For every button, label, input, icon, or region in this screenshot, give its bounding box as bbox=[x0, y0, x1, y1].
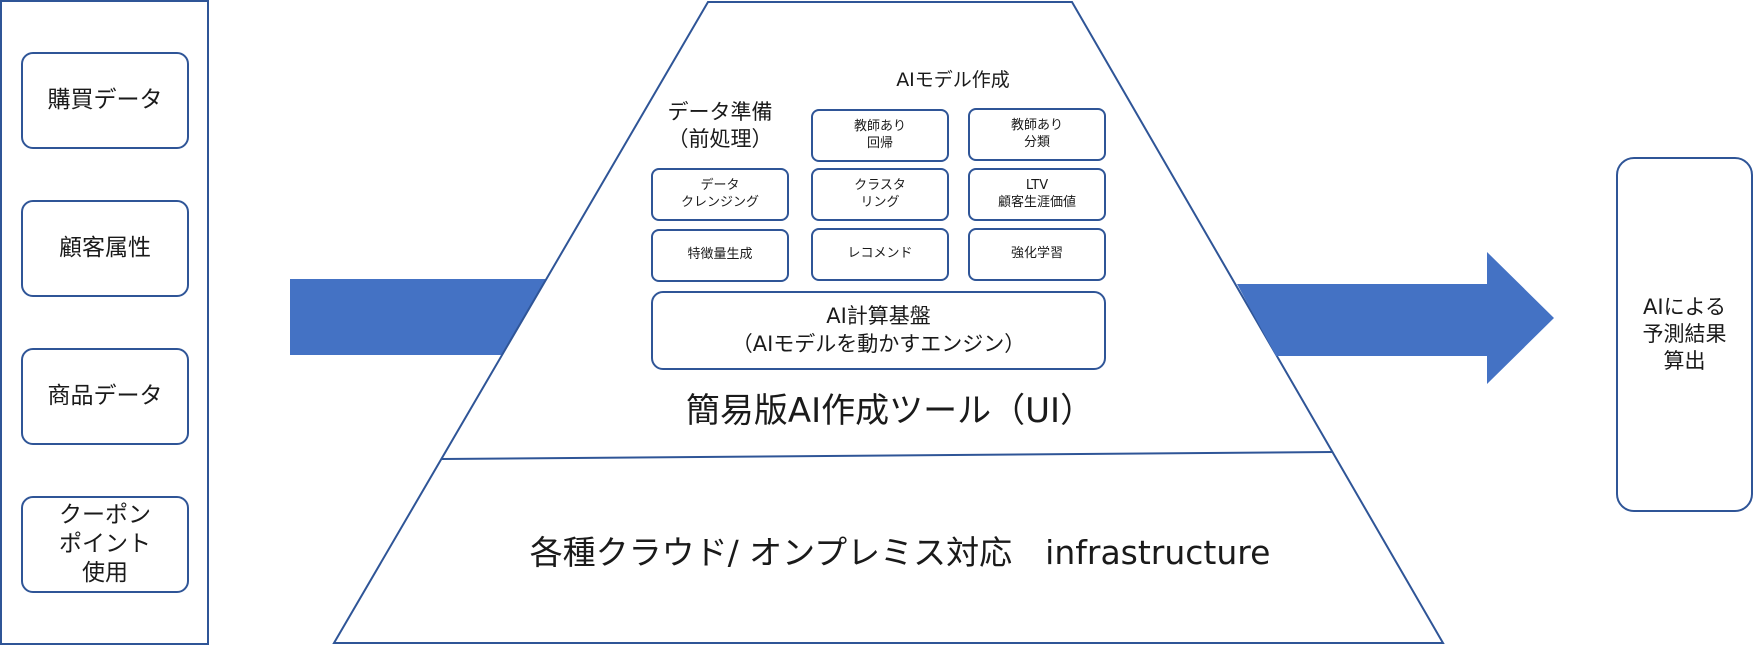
ai-compute-base: AI計算基盤 （AIモデルを動かすエンジン） bbox=[651, 291, 1106, 370]
infrastructure-label: 各種クラウド/ オンプレミス対応 infrastructure bbox=[529, 533, 1271, 572]
left-arrow bbox=[290, 279, 546, 355]
cell-clustering: クラスタ リング bbox=[811, 168, 949, 221]
cell-data-cleansing: データ クレンジング bbox=[651, 168, 789, 221]
cell-reinforcement-learning: 強化学習 bbox=[968, 228, 1106, 281]
cell-supervised-classification: 教師あり 分類 bbox=[968, 108, 1106, 161]
cell-recommend: レコメンド bbox=[811, 228, 949, 281]
right-arrow bbox=[1237, 252, 1554, 384]
tool-title: 簡易版AI作成ツール（UI） bbox=[685, 391, 1095, 431]
input-purchase-data: 購買データ bbox=[21, 52, 189, 149]
input-coupon-point-usage: クーポン ポイント 使用 bbox=[21, 496, 189, 593]
pyramid-divider bbox=[441, 451, 1334, 460]
input-product-data: 商品データ bbox=[21, 348, 189, 445]
input-customer-attributes: 顧客属性 bbox=[21, 200, 189, 297]
cell-feature-generation: 特徴量生成 bbox=[651, 229, 789, 282]
cell-ltv: LTV 顧客生涯価値 bbox=[968, 168, 1106, 221]
input-panel-border bbox=[0, 0, 209, 645]
ai-model-label: AIモデル作成 bbox=[896, 69, 1010, 91]
data-prep-label: データ準備 （前処理） bbox=[667, 100, 773, 152]
output-prediction: AIによる 予測結果 算出 bbox=[1616, 157, 1753, 512]
cell-supervised-regression: 教師あり 回帰 bbox=[811, 109, 949, 162]
